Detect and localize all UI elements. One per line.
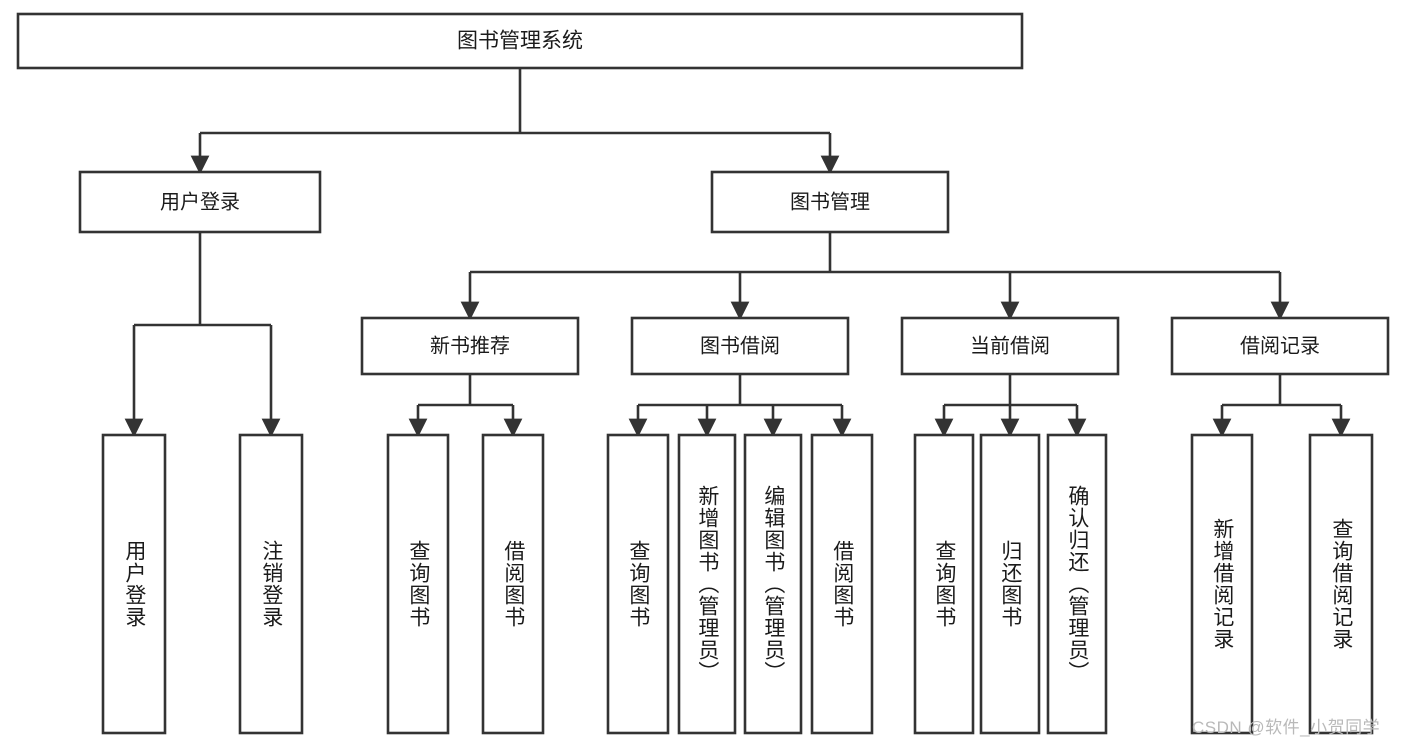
node-level3-1-label: 图书借阅 bbox=[700, 334, 780, 357]
node-level2-0[interactable] bbox=[78, 170, 322, 234]
node-leaf-12[interactable] bbox=[1308, 433, 1374, 735]
node-level2-1[interactable] bbox=[710, 170, 950, 234]
node-leaf-8[interactable] bbox=[913, 433, 975, 735]
csdn-watermark: CSDN @软件_小贺同学 bbox=[1192, 718, 1381, 737]
node-leaf-6[interactable] bbox=[743, 433, 803, 735]
node-leaf-2[interactable] bbox=[386, 433, 450, 735]
node-level2-0-label: 用户登录 bbox=[160, 190, 240, 213]
node-level3-3[interactable] bbox=[1170, 316, 1390, 376]
node-root-label: 图书管理系统 bbox=[457, 30, 583, 53]
node-leaf-9[interactable] bbox=[979, 433, 1041, 735]
node-leaf-11[interactable] bbox=[1190, 433, 1254, 735]
node-level3-1[interactable] bbox=[630, 316, 850, 376]
node-level3-2-label: 当前借阅 bbox=[970, 334, 1050, 357]
node-level3-2[interactable] bbox=[900, 316, 1120, 376]
node-leaf-5[interactable] bbox=[677, 433, 737, 735]
node-leaf-10[interactable] bbox=[1046, 433, 1108, 735]
node-level3-3-label: 借阅记录 bbox=[1240, 334, 1320, 357]
node-leaf-1[interactable] bbox=[238, 433, 304, 735]
node-level2-1-label: 图书管理 bbox=[790, 190, 870, 213]
node-leaf-4[interactable] bbox=[606, 433, 670, 735]
node-leaf-3[interactable] bbox=[481, 433, 545, 735]
node-leaf-0[interactable] bbox=[101, 433, 167, 735]
node-root[interactable] bbox=[16, 12, 1024, 70]
node-level3-0-label: 新书推荐 bbox=[430, 334, 510, 357]
connectors-layer bbox=[124, 68, 1351, 438]
node-leaf-7[interactable] bbox=[810, 433, 874, 735]
node-level3-0[interactable] bbox=[360, 316, 580, 376]
